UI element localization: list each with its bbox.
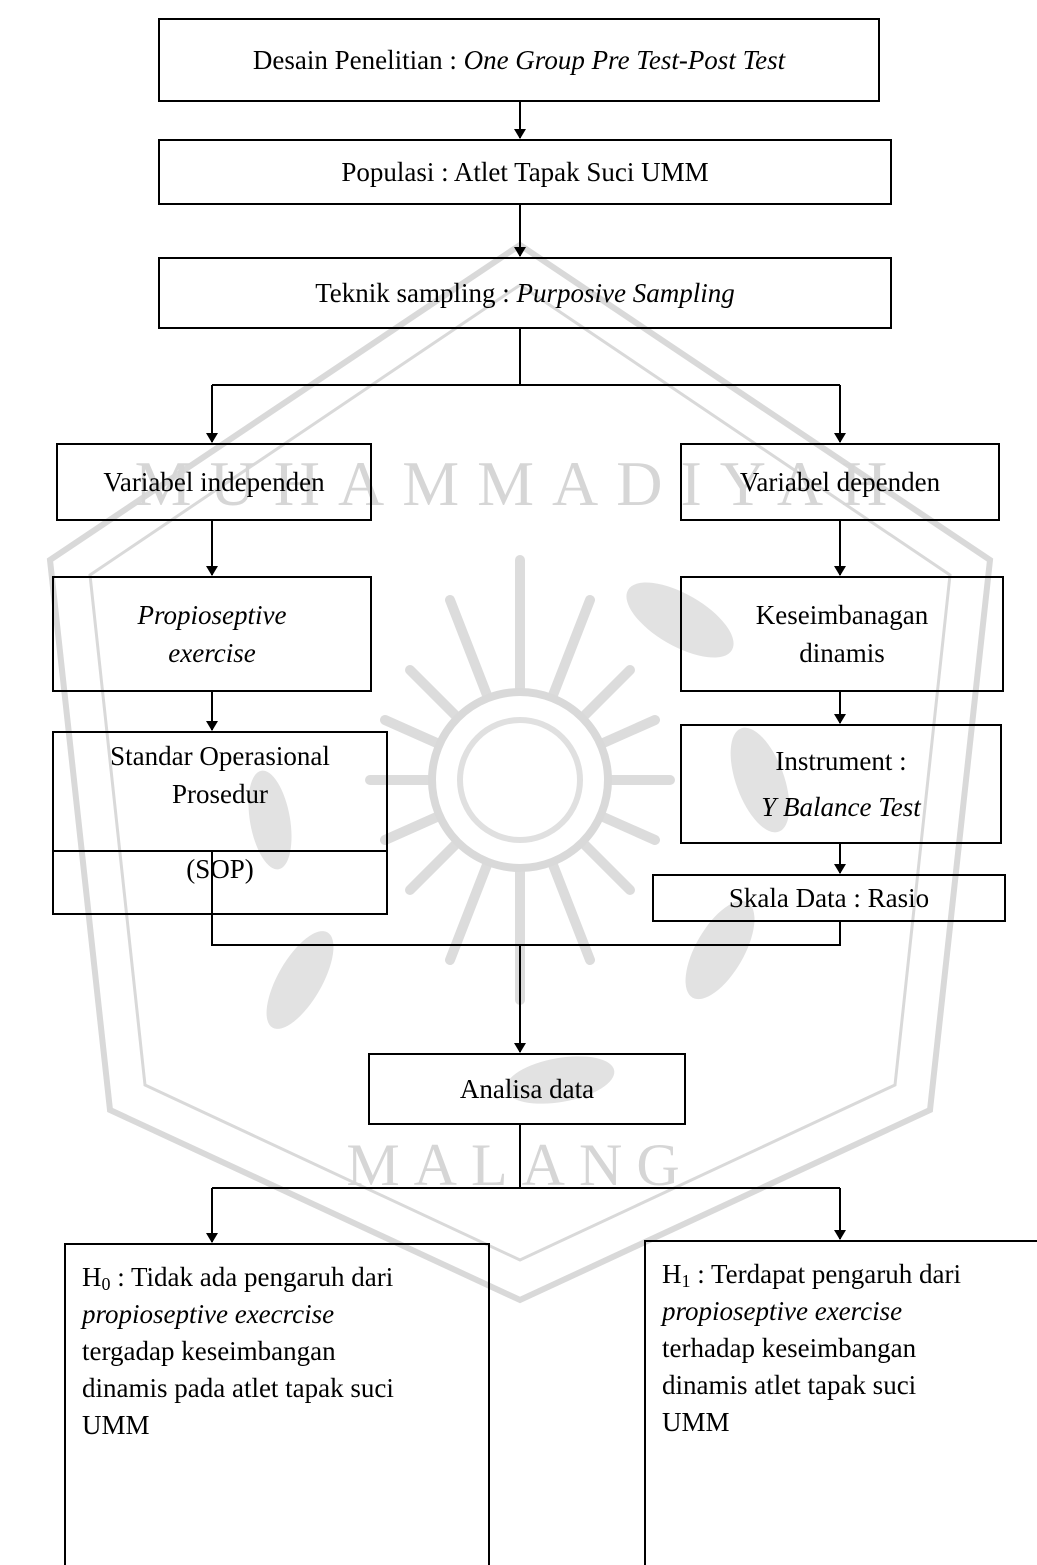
exercise-line-2: exercise — [168, 638, 256, 668]
data-scale-box: Skala Data : Rasio — [652, 874, 1006, 922]
research-design-label: Desain Penelitian : — [252, 45, 464, 75]
sampling-label: Teknik sampling : — [315, 278, 517, 308]
sop-line-3: (SOP) — [186, 854, 254, 884]
dynamic-balance-box: Keseimbanagan dinamis — [680, 576, 1004, 692]
population-label: Populasi : Atlet Tapak Suci UMM — [341, 157, 709, 187]
null-hypothesis-line-3: tergadap keseimbangan — [82, 1336, 336, 1366]
exercise-box: Propioseptive exercise — [52, 576, 372, 692]
null-hypothesis-line-4: dinamis pada atlet tapak suci — [82, 1373, 394, 1403]
sop-box: Standar Operasional Prosedur — [52, 731, 388, 852]
data-analysis-box: Analisa data — [368, 1053, 686, 1125]
instrument-line-2: Y Balance Test — [761, 792, 921, 822]
alternative-hypothesis-line-2: propioseptive exercise — [662, 1296, 903, 1326]
independent-variable-label: Variabel independen — [103, 467, 325, 497]
alternative-hypothesis-line-5: UMM — [662, 1407, 730, 1437]
dynamic-balance-line-2: dinamis — [799, 638, 885, 668]
branch-analysis — [212, 1123, 521, 1189]
null-hypothesis-line-2: propioseptive execrcise — [82, 1299, 335, 1329]
branch-sampling — [212, 327, 521, 386]
sop-line-1: Standar Operasional — [110, 741, 330, 771]
data-analysis-label: Analisa data — [459, 1074, 595, 1104]
sop-line-2: Prosedur — [172, 779, 268, 809]
alternative-hypothesis-line-3: terhadap keseimbangan — [662, 1333, 917, 1363]
independent-variable-box: Variabel independen — [56, 443, 372, 521]
population-box: Populasi : Atlet Tapak Suci UMM — [158, 139, 892, 205]
sampling-value: Purposive Sampling — [516, 278, 735, 308]
null-hypothesis-line-1: H0 : Tidak ada pengaruh dari — [82, 1262, 394, 1294]
null-hypothesis-subscript: 0 — [101, 1274, 111, 1294]
dependent-variable-box: Variabel dependen — [680, 443, 1000, 521]
watermark-top-text: MUHAMMADIYAH — [135, 448, 906, 519]
alternative-hypothesis-box: H1 : Terdapat pengaruh dari propioseptiv… — [644, 1240, 1037, 1565]
alternative-hypothesis-line-1: H1 : Terdapat pengaruh dari — [662, 1259, 962, 1291]
null-hypothesis-line-5: UMM — [82, 1410, 150, 1440]
dynamic-balance-line-1: Keseimbanagan — [755, 600, 929, 630]
alternative-hypothesis-subscript: 1 — [681, 1271, 691, 1291]
null-hypothesis-box: H0 : Tidak ada pengaruh dari propiosepti… — [64, 1243, 490, 1565]
research-design-value: One Group Pre Test-Post Test — [463, 45, 786, 75]
sop-box-lower: (SOP) — [52, 850, 388, 915]
instrument-line-1: Instrument : — [775, 746, 907, 776]
instrument-box: Instrument : Y Balance Test — [680, 724, 1002, 844]
data-scale-label: Skala Data : Rasio — [728, 883, 930, 913]
merge-to-analysis — [211, 850, 841, 946]
dependent-variable-label: Variabel dependen — [739, 467, 941, 497]
exercise-line-1: Propioseptive — [137, 600, 287, 630]
research-design-box: Desain Penelitian : One Group Pre Test-P… — [158, 18, 880, 102]
sampling-technique-box: Teknik sampling : Purposive Sampling — [158, 257, 892, 329]
alternative-hypothesis-line-4: dinamis atlet tapak suci — [662, 1370, 917, 1400]
